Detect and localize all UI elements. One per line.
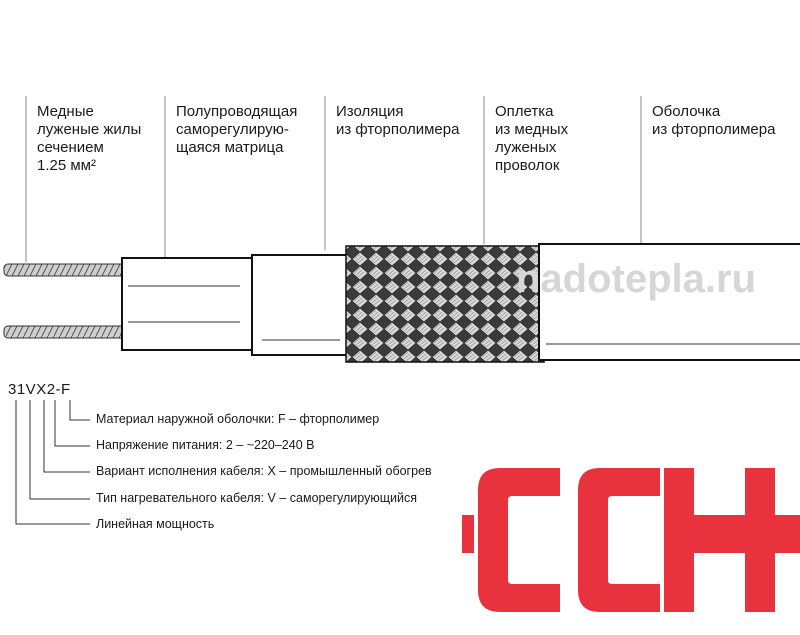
- copper-conductors: [3, 263, 125, 339]
- watermark: nadotepla.ru: [516, 257, 756, 301]
- outer-jacket: [538, 243, 800, 361]
- layer-label-matrix: Полупроводящая саморегулирую- щаяся матр…: [176, 103, 298, 156]
- semiconductive-matrix: [121, 257, 258, 351]
- insulation-layer: [251, 254, 353, 356]
- legend-item-linear-power: Линейная мощность: [96, 517, 215, 531]
- layer-label-jacket: Оболочка из фторполимера: [652, 103, 776, 138]
- legend-brackets: [15, 400, 90, 525]
- ccy-logo-icon: [462, 468, 800, 612]
- cable-code: 31VX2-F: [8, 381, 71, 398]
- leader-lines: [25, 96, 642, 262]
- legend-item-jacket-material: Материал наружной оболочки: F – фторполи…: [96, 412, 380, 426]
- legend-item-variant: Вариант исполнения кабеля: X – промышлен…: [96, 464, 432, 478]
- copper-braid: [345, 245, 545, 363]
- layer-label-braid: Оплетка из медных луженых проволок: [495, 103, 569, 174]
- layer-label-insulation: Изоляция из фторполимера: [336, 103, 460, 138]
- legend-item-voltage: Напряжение питания: 2 – ~220–240 В: [96, 438, 315, 452]
- legend-item-cable-type: Тип нагревательного кабеля: V – саморегу…: [96, 491, 417, 505]
- layer-label-conductors: Медные луженые жилы сечением 1.25 мм²: [37, 103, 142, 174]
